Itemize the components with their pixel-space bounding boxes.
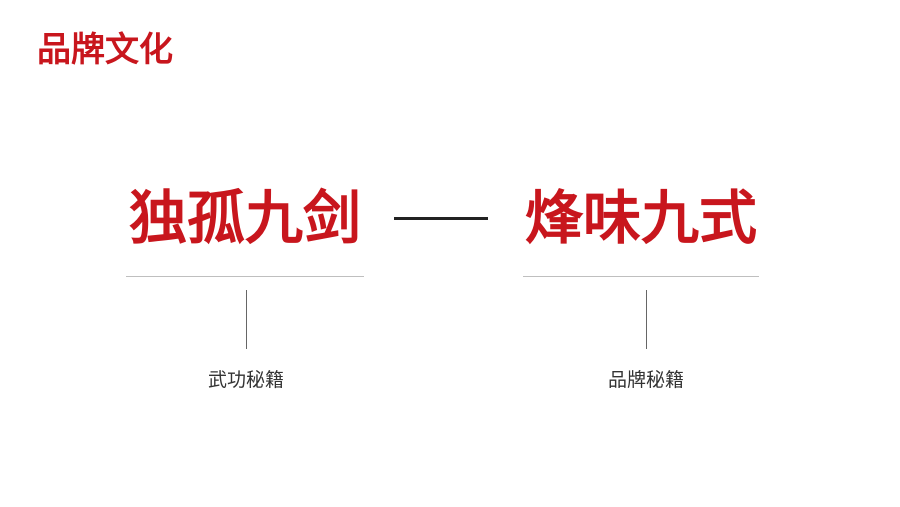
connector-dash	[394, 217, 488, 220]
page-title: 品牌文化	[37, 30, 173, 70]
right-underline	[523, 276, 759, 277]
left-title: 独孤九剑	[128, 184, 361, 252]
right-connector-line	[646, 290, 647, 349]
right-caption: 品牌秘籍	[607, 369, 684, 391]
left-connector-line	[246, 290, 247, 349]
right-title: 烽味九式	[524, 184, 757, 252]
left-underline	[126, 276, 364, 277]
left-caption: 武功秘籍	[207, 369, 284, 391]
